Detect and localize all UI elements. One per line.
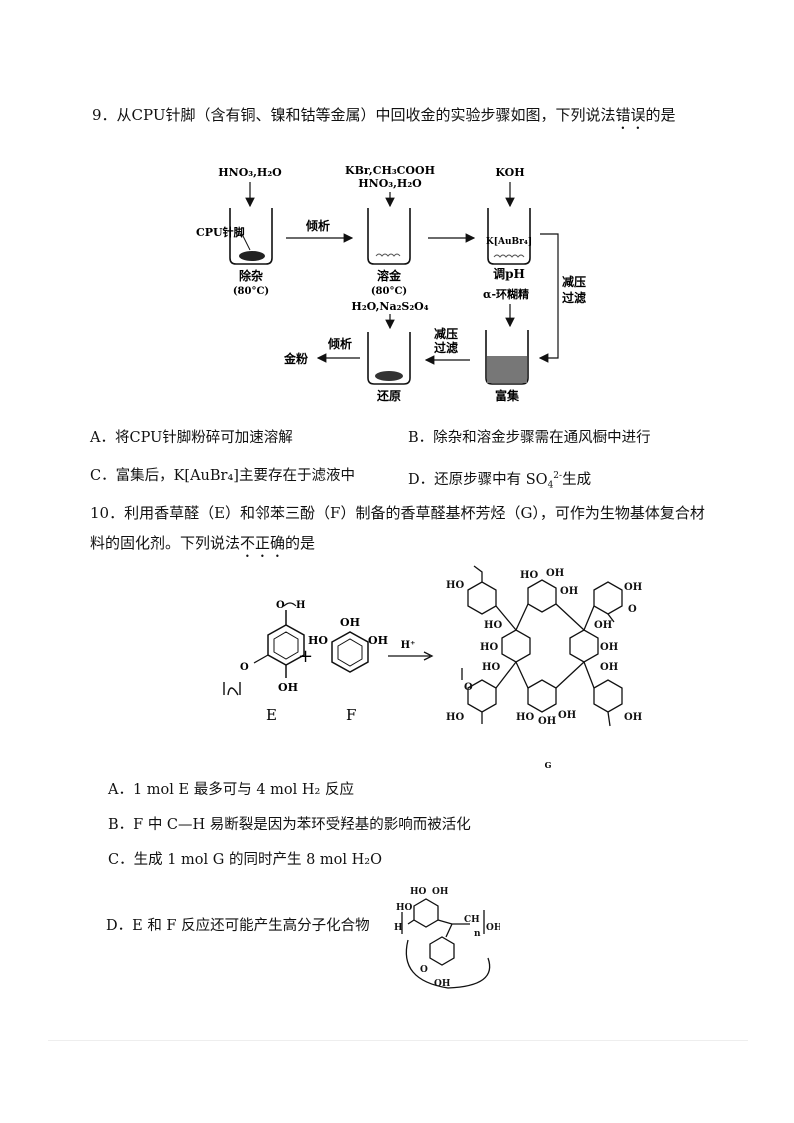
plus-sign: + [298,646,313,667]
svg-text:OH: OH [432,887,449,897]
svg-text:OH: OH [600,662,618,673]
svg-text:OH: OH [340,616,360,629]
label-e: E [266,706,277,724]
q10-option-c: C．生成 1 mol G 的同时产生 8 mol H₂O [108,852,382,868]
svg-text:OH: OH [434,979,451,989]
step-impurity-removal: 除杂 [239,268,263,283]
q9-process-diagram: HNO₃,H₂O KBr,CH₃COOH HNO₃,H₂O KOH CPU针脚 … [196,164,586,403]
q9-option-d-sup: 2- [553,471,563,481]
q9-option-c: C．富集后，K[AuBr₄]主要存在于滤液中 [90,468,355,484]
svg-text:O: O [464,682,473,693]
q10-stem-text: 料的固化剂。下列说法 [90,534,241,552]
footer-divider [48,1040,748,1041]
q10-stem-end: 的是 [285,534,316,552]
svg-text:OH: OH [594,620,612,631]
svg-text:OH: OH [368,634,388,647]
svg-text:HO: HO [308,634,328,647]
q9-stem: 9．从CPU针脚（含有铜、镍和钴等金属）中回收金的实验步骤如图，下列说法错误的是 [92,104,676,133]
q9-option-d: D．还原步骤中有 SO42-生成 [408,466,591,496]
q10-option-b: B．F 中 C—H 易断裂是因为苯环受羟基的影响而被活化 [108,817,471,833]
beaker-reduction [367,332,411,385]
svg-text:OH: OH [624,712,642,723]
svg-text:HO: HO [446,580,464,591]
svg-text:O: O [628,604,637,615]
q10-stem-line1: 10．利用香草醛（E）和邻苯三酚（F）制备的香草醛基杯芳烃（G），可作为生物基体… [90,504,705,522]
svg-text:O: O [240,662,249,673]
svg-text:HO: HO [482,662,500,673]
beaker-dissolve-gold [367,208,411,265]
q9-stem-emphasis: 错误 [615,106,646,124]
reagent-hno3-2: HNO₃,H₂O [358,177,422,190]
step-enrichment: 富集 [495,388,520,403]
q10-reaction-diagram: O H O OH E + HO OH OH F H⁺ [223,565,642,770]
q10-stem-emphasis: 不正确 [240,534,286,552]
label-g: G [545,760,552,770]
reagent-na2s2o4: H₂O,Na₂S₂O₄ [351,300,428,313]
svg-text:OH: OH [546,568,564,579]
q10-option-d: D．E 和 F 反应还可能产生高分子化合物 [106,918,370,934]
svg-text:HO: HO [484,620,502,631]
e-oh-label: OH [278,681,298,694]
q9-stem-end: 的是 [645,106,676,124]
q9-option-b: B．除杂和溶金步骤需在通风橱中进行 [408,430,651,446]
q10-stem-line2: 料的固化剂。下列说法不正确的是 [90,532,315,561]
q10-option-a: A．1 mol E 最多可与 4 mol H₂ 反应 [108,782,354,798]
decant-label-2: 倾析 [327,336,352,351]
q9-option-d-end: 生成 [562,471,592,488]
polymer-structure: HO OH HO H CH n OH O OH [394,887,500,989]
step-dissolve-gold: 溶金 [377,268,402,283]
gold-powder-label: 金粉 [283,351,308,366]
reduced-pressure-filter-side-1: 减压 [562,274,586,289]
cpu-pins-label: CPU针脚 [196,225,245,239]
reagent-hno3: HNO₃,H₂O [218,166,282,179]
svg-text:HO: HO [516,712,534,723]
beaker-impurity-removal [229,208,273,265]
q9-option-d-text: D．还原步骤中有 SO [408,471,548,488]
q9-stem-text: 9．从CPU针脚（含有铜、镍和钴等金属）中回收金的实验步骤如图，下列说法 [92,106,616,124]
gold-precipitate [375,371,403,381]
svg-text:OH: OH [558,710,576,721]
catalyst-label: H⁺ [401,640,416,651]
svg-text:OH: OH [600,642,618,653]
svg-text:HO: HO [410,887,427,897]
svg-text:HO: HO [446,712,464,723]
decant-label-1: 倾析 [305,218,330,233]
beaker-enrichment [485,330,529,385]
svg-text:OH: OH [560,586,578,597]
svg-text:OH: OH [486,923,500,933]
compound-e-structure: O H O OH [223,600,305,696]
svg-text:OH: OH [624,582,642,593]
step2-temperature: (80°C) [371,286,407,297]
label-f: F [346,706,356,724]
reduced-pressure-filter-2: 过滤 [434,340,458,355]
svg-text:HO: HO [520,570,538,581]
svg-text:HO: HO [480,642,498,653]
reduced-pressure-filter-1: 减压 [434,326,458,341]
step-adjust-ph: 调pH [493,267,525,281]
reagent-kbr: KBr,CH₃COOH [345,164,435,177]
svg-text:OH: OH [538,716,556,727]
beaker-adjust-ph [487,208,531,265]
svg-text:H: H [296,600,305,611]
cyclodextrin-label: α-环糊精 [483,287,529,301]
step-reduction: 还原 [376,388,401,403]
q9-option-a: A．将CPU针脚粉碎可加速溶解 [90,430,293,446]
reduced-pressure-filter-side-2: 过滤 [562,290,586,305]
svg-text:CH: CH [464,915,480,925]
reagent-koh: KOH [495,166,524,179]
k-aubr4-label: K[AuBr₄] [486,237,532,247]
compound-g-structure [461,565,623,727]
compound-f-structure: HO OH OH [308,616,388,673]
svg-text:HO: HO [396,903,413,913]
cpu-pins-sample [239,251,265,261]
aldehyde-label: O [276,600,285,611]
q9-option-d-sub: 4 [547,480,554,491]
svg-text:H: H [394,923,403,933]
enriched-solid [487,356,527,383]
step1-temperature: (80°C) [233,286,269,297]
svg-text:n: n [474,929,481,939]
svg-text:O: O [420,965,428,975]
